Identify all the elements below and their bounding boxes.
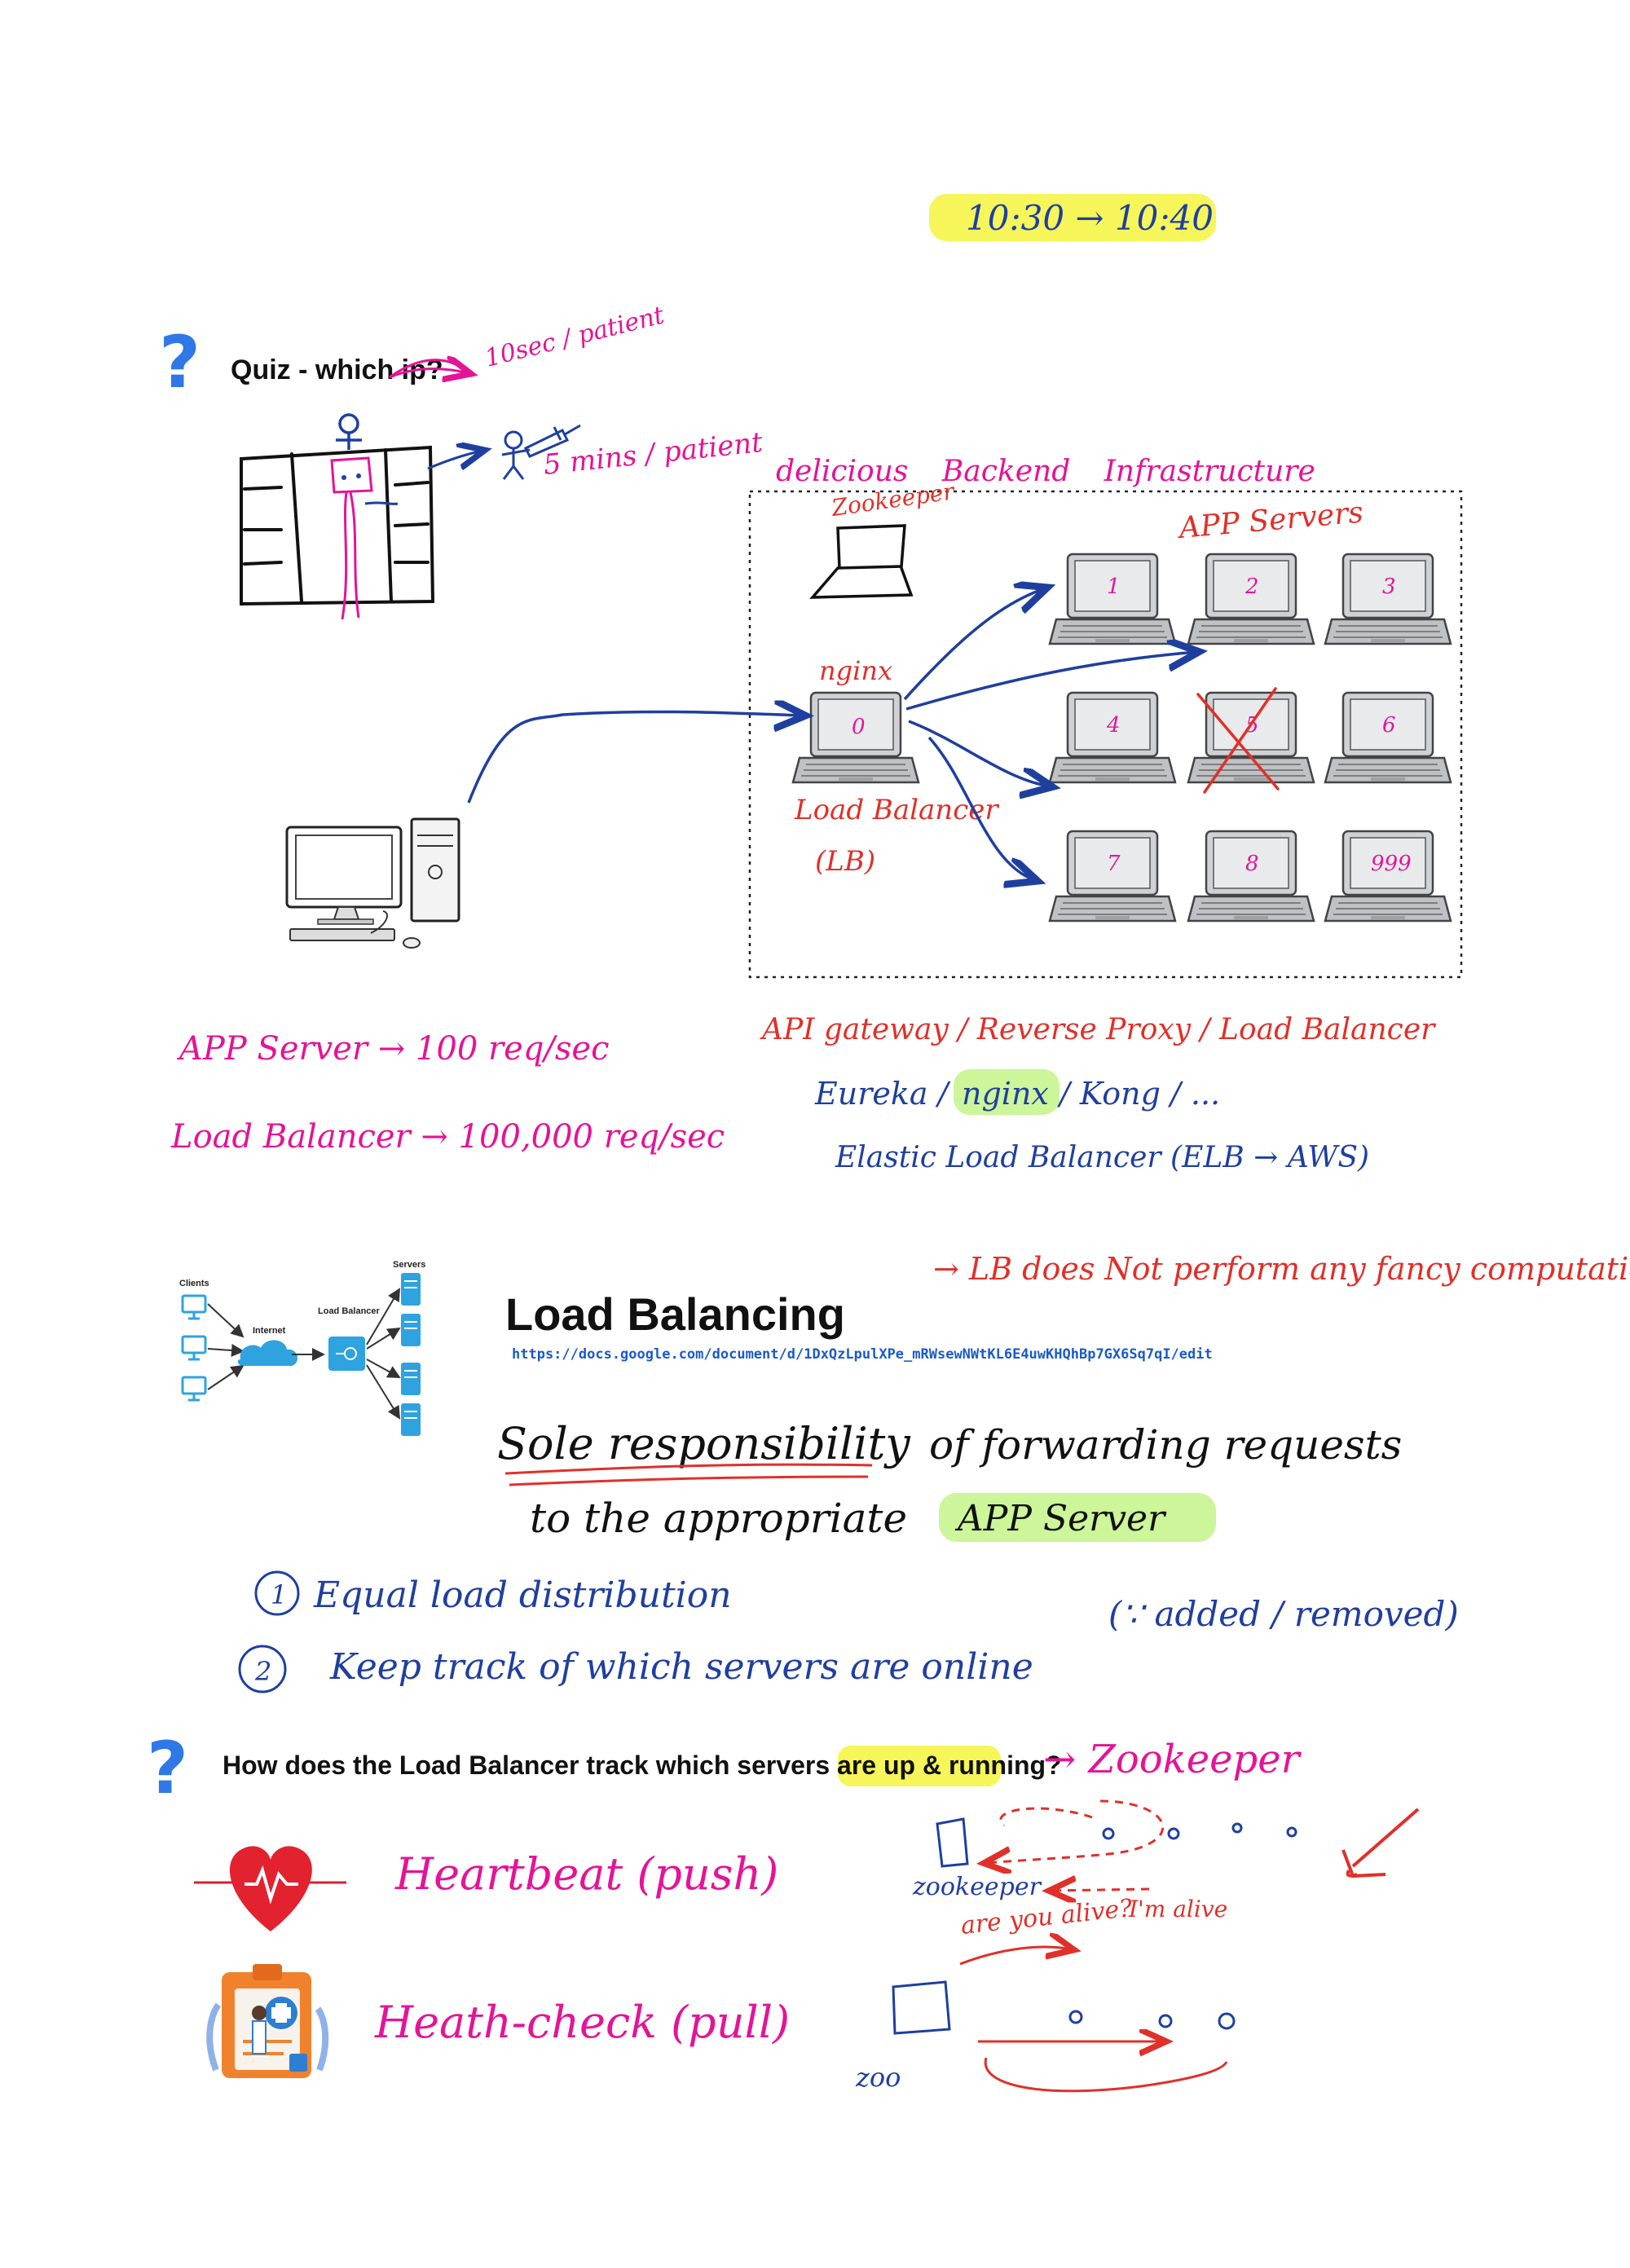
heartbeat-text: Heartbeat (push)	[394, 1848, 778, 1900]
server-number: 4	[1106, 713, 1121, 738]
infra-title: delicious Backend Infrastructure	[776, 455, 1315, 488]
heartbeat-icon	[194, 1846, 346, 1931]
lb-abbrev: (LB)	[815, 845, 875, 878]
quiz-note-slow: 5 mins / patient	[542, 426, 764, 482]
gateway-nginx: nginx	[962, 1076, 1049, 1112]
alive-label: I'm alive	[1128, 1896, 1227, 1922]
svg-text:1: 1	[271, 1579, 287, 1610]
lb-network-diagram: Clients Internet Load Balancer Servers	[179, 1260, 425, 1437]
app-server-laptop: 3	[1324, 553, 1452, 645]
time-note: 10:30 → 10:40	[929, 194, 1216, 241]
tracking-answer: → Zookeeper	[1043, 1737, 1302, 1782]
hospital-sketch	[240, 445, 435, 606]
load-balancer-laptop: 0	[791, 691, 920, 784]
sole-responsibility: Sole responsibility of forwarding reques…	[497, 1418, 1402, 1542]
zookeeper-node	[809, 524, 914, 599]
app-server-laptop: 7	[1048, 830, 1177, 923]
patient-figure	[336, 413, 362, 450]
health-check-diagram: are you alive? zoo	[855, 1894, 1236, 2093]
quiz-title: Quiz - which ip?	[231, 355, 443, 385]
client-to-lb-arrow	[467, 711, 803, 804]
nginx-label: nginx	[819, 655, 892, 686]
sole-line2: of forwarding requests	[929, 1421, 1402, 1469]
quiz-section: ? Quiz - which ip? 10sec / patient	[159, 301, 764, 620]
gateway-eureka: Eureka /	[814, 1076, 951, 1112]
lb-label: Load Balancer	[794, 794, 999, 826]
server-number: 6	[1382, 713, 1396, 738]
server-down-mark	[1196, 687, 1280, 794]
app-server-laptop: 4	[1048, 691, 1177, 784]
server-number: 1	[1107, 575, 1121, 599]
rate-app-server: APP Server → 100 req/sec	[176, 1030, 610, 1068]
lb-routing-arrows	[903, 588, 1196, 880]
gateway-line3: Elastic Load Balancer (ELB → AWS)	[835, 1141, 1369, 1174]
queue-figure	[330, 456, 373, 620]
gateway-line1: API gateway / Reverse Proxy / Load Balan…	[760, 1013, 1436, 1046]
app-server-laptop: 2	[1187, 553, 1315, 645]
point2-note: (∵ added / removed)	[1108, 1594, 1459, 1634]
diagram-lb-box	[328, 1337, 365, 1371]
lb-section-title: Load Balancing	[505, 1288, 845, 1340]
diagram-clients-label: Clients	[179, 1279, 209, 1288]
gateway-notes: API gateway / Reverse Proxy / Load Balan…	[760, 1013, 1436, 1174]
lb-number: 0	[852, 715, 866, 739]
heartbeat-diagram: zookeeper I'm alive	[912, 1799, 1420, 1922]
infrastructure-diagram: delicious Backend Infrastructure Zookeep…	[467, 455, 1463, 979]
health-check-icon	[206, 1964, 329, 2078]
diagram-internet-label: Internet	[253, 1326, 286, 1336]
server-number: 7	[1107, 852, 1121, 876]
server-number: 3	[1382, 575, 1396, 599]
point2-text: Keep track of which servers are online	[329, 1646, 1033, 1688]
zookeeper-small-label: zookeeper	[912, 1873, 1042, 1901]
gateway-kong: / Kong / ...	[1056, 1076, 1220, 1112]
app-server-laptop: 999	[1324, 830, 1452, 923]
app-server-laptop: 6	[1324, 691, 1452, 784]
point1-text: Equal load distribution	[313, 1574, 732, 1616]
sole-line4: APP Server	[954, 1498, 1167, 1539]
time-note-text: 10:30 → 10:40	[966, 198, 1214, 238]
tracking-section: ? How does the Load Balancer track which…	[147, 1726, 1420, 2093]
stick-figure-syringe	[501, 424, 581, 480]
lb-doc-link[interactable]: https://docs.google.com/document/d/1DxQz…	[512, 1346, 1213, 1363]
svg-text:2: 2	[254, 1656, 271, 1687]
question-icon: ?	[159, 320, 200, 404]
question-icon-2: ?	[147, 1726, 188, 1810]
lb-note-text: → LB does Not perform any fancy computat…	[933, 1251, 1630, 1287]
tracking-question: How does the Load Balancer track which s…	[222, 1751, 1062, 1780]
quiz-note-fast: 10sec / patient	[482, 301, 667, 373]
app-server-laptop: 8	[1187, 830, 1315, 923]
server-number: 999	[1371, 852, 1412, 876]
zoo-label: zoo	[855, 2062, 901, 2093]
server-number: 8	[1245, 852, 1259, 876]
app-server-laptop: 1	[1048, 553, 1177, 645]
rates-notes: APP Server → 100 req/sec Load Balancer →…	[170, 1030, 725, 1156]
healthcheck-text: Heath-check (pull)	[374, 1997, 790, 2048]
rate-load-balancer: Load Balancer → 100,000 req/sec	[170, 1118, 725, 1156]
infra-boundary	[748, 490, 1463, 979]
client-desktop	[285, 817, 460, 949]
diagram-lb-label: Load Balancer	[318, 1306, 381, 1316]
server-number: 2	[1245, 575, 1259, 599]
app-servers-label: APP Servers	[1175, 495, 1364, 545]
sole-line3: to the appropriate	[530, 1495, 907, 1542]
sole-line1: Sole responsibility	[497, 1418, 911, 1469]
lb-responsibilities: 1 Equal load distribution 2 Keep track o…	[238, 1570, 1459, 1693]
diagram-servers-label: Servers	[393, 1260, 425, 1270]
lb-note: → LB does Not perform any fancy computat…	[933, 1251, 1630, 1287]
